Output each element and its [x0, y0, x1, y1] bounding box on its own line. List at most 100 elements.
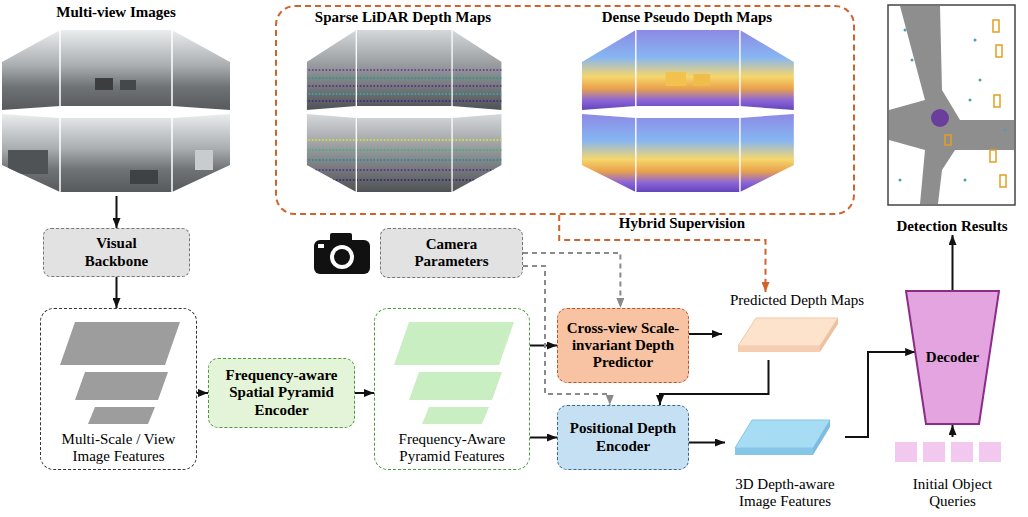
detection-result-image [904, 29, 907, 32]
multi-view-photos [0, 112, 232, 194]
dense-depth-maps [666, 72, 686, 86]
node-label: Camera Parameters [393, 236, 510, 271]
image-panel: Detection Results [882, 3, 1022, 235]
arrow-connector [845, 352, 915, 437]
feature-pyramid [60, 322, 180, 424]
detection-result-image [964, 179, 967, 182]
detection-result-image [1000, 175, 1006, 187]
lidar-depth-maps [305, 169, 503, 171]
dense-depth-maps [580, 28, 796, 194]
feature-group: Frequency-Aware Pyramid Features [374, 308, 530, 470]
depth-map-slab [820, 318, 838, 352]
process-box: Camera Parameters [380, 228, 523, 278]
detection-result-image [899, 179, 902, 182]
lidar-depth-maps [305, 159, 503, 161]
query-squares [951, 442, 973, 462]
arrow-connector [116, 277, 118, 308]
frequency-pyramid [409, 372, 502, 400]
query-squares [895, 442, 1001, 462]
multi-view-photos [95, 78, 113, 90]
multi-view-photos [0, 28, 232, 194]
node-label: Cross-view Scale-invariant Depth Predict… [564, 320, 682, 372]
panel-seams [171, 118, 173, 192]
camera-icon [334, 249, 350, 265]
lidar-depth-maps [305, 85, 503, 87]
detection-result-image [945, 20, 1006, 187]
multi-view-photos [0, 28, 232, 112]
decoder-trapezoid: Decoder [905, 290, 1000, 425]
feature-pyramid [60, 322, 180, 365]
arrow-connector [523, 253, 620, 308]
panel-seams [59, 30, 61, 106]
lidar-depth-maps [305, 139, 503, 141]
lidar-depth-maps [451, 118, 452, 192]
feature-slab [735, 420, 830, 455]
node-label: Visual Backbone [66, 235, 167, 270]
lidar-depth-maps [356, 30, 357, 106]
depth-map-slab [738, 318, 838, 352]
lidar-depth-maps [305, 28, 503, 112]
depth-map-slab [738, 346, 820, 352]
lidar-depth-maps [305, 100, 503, 102]
detection-result-image [945, 135, 951, 145]
arrow-connector [689, 333, 722, 335]
arrow-connector [197, 392, 208, 394]
detection-result-image [994, 95, 1000, 107]
node-label: Sparse LiDAR Depth Maps [305, 9, 501, 26]
detection-result-image [888, 5, 1015, 205]
camera-icon [314, 233, 370, 274]
dense-depth-maps [739, 30, 740, 106]
lidar-depth-maps [305, 70, 503, 180]
detection-result-image [889, 6, 1014, 204]
trapezoid-outline [906, 291, 999, 424]
data-slab: 3D Depth-aware Image Features [725, 415, 845, 510]
dense-depth-maps [635, 118, 636, 192]
arrow-connector [530, 345, 557, 347]
arrow-connector [530, 437, 557, 439]
lidar-depth-maps [356, 118, 357, 192]
detection-result-image [931, 109, 949, 127]
dense-depth-maps [580, 28, 796, 112]
detection-result-image [979, 79, 982, 82]
arrow-connector [952, 235, 954, 290]
node-label: Frequency-aware Spatial Pyramid Encoder [215, 367, 348, 419]
query-group: Initial Object Queries [890, 437, 1015, 510]
node-label: Predicted Depth Maps [722, 292, 872, 309]
query-squares [979, 442, 1001, 462]
process-box: Frequency-aware Spatial Pyramid Encoder [208, 358, 355, 428]
node-label: Dense Pseudo Depth Maps [578, 9, 796, 26]
lidar-depth-maps [305, 149, 503, 151]
panel-seams [59, 118, 61, 192]
lidar-depth-maps [305, 69, 503, 71]
detection-result-image [974, 39, 977, 42]
image-panel: Multi-view Images [0, 4, 232, 196]
feature-group: Multi-Scale / View Image Features [40, 308, 197, 470]
arrow-connector [689, 442, 725, 444]
lidar-depth-maps [356, 30, 452, 192]
dense-depth-maps [580, 28, 796, 194]
feature-slab [813, 420, 830, 455]
lidar-depth-maps [305, 112, 503, 194]
dense-depth-maps [636, 30, 740, 192]
dense-depth-maps [580, 112, 796, 194]
query-squares [923, 442, 945, 462]
detection-result-image [993, 20, 999, 32]
detection-result-image [996, 45, 1002, 57]
node-label: Decoder [905, 349, 1000, 366]
frequency-pyramid [394, 322, 514, 424]
arrow-connector [355, 392, 374, 394]
node-label: Multi-Scale / View Image Features [45, 431, 192, 466]
dense-depth-maps [693, 74, 710, 86]
node-label: 3D Depth-aware Image Features [725, 476, 845, 511]
supervision-group: Hybrid SupervisionSparse LiDAR Depth Map… [275, 5, 855, 215]
node-label: Detection Results [882, 218, 1022, 235]
detection-result-image [911, 59, 914, 62]
node-label: Positional Depth Encoder [564, 420, 682, 455]
image-panel: Dense Pseudo Depth Maps [578, 9, 796, 196]
multi-view-photos [8, 150, 48, 174]
multi-view-photos [120, 80, 136, 90]
detection-result-image [899, 29, 1007, 182]
multi-view-photos [130, 170, 158, 184]
group-heading: Hybrid Supervision [577, 215, 787, 232]
